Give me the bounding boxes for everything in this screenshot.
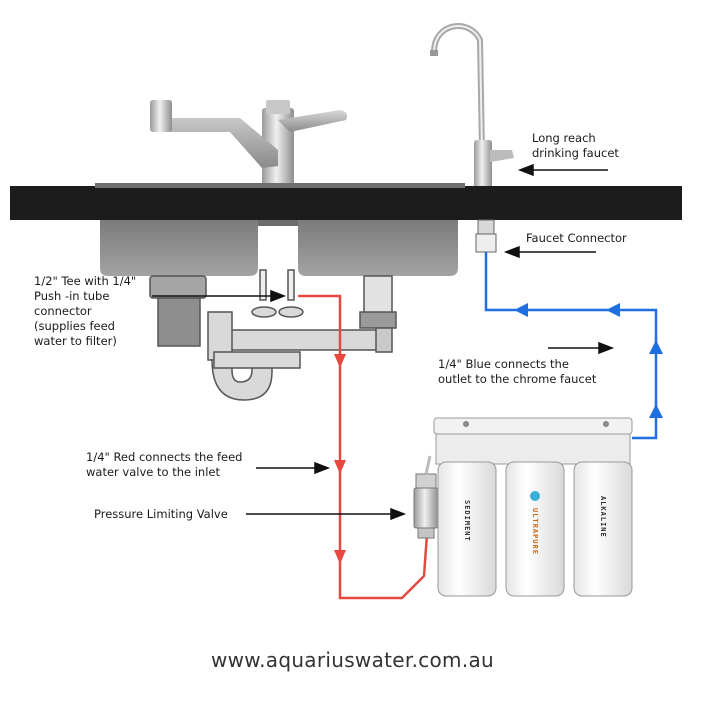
kitchen-mixer-faucet bbox=[150, 100, 348, 186]
filter-label-alkaline: ALKALINE bbox=[599, 496, 607, 538]
label-tee-connector: 1/2" Tee with 1/4" Push -in tube connect… bbox=[34, 274, 137, 348]
label-pressure-valve: Pressure Limiting Valve bbox=[94, 507, 228, 521]
drain-plumbing bbox=[149, 269, 397, 401]
label-blue-line: 1/4" Blue connects the outlet to the chr… bbox=[438, 357, 597, 386]
sink-bowls bbox=[100, 220, 458, 276]
countertop bbox=[10, 186, 682, 220]
feed-line-arrows bbox=[334, 354, 346, 564]
pointer-arrows bbox=[152, 163, 615, 521]
outlet-line-arrows bbox=[514, 303, 663, 418]
filter-label-sediment: SEDIMENT bbox=[463, 500, 471, 542]
outlet-line-blue bbox=[484, 252, 658, 440]
drinking-faucet-icon bbox=[430, 23, 514, 188]
pressure-limiting-valve-icon bbox=[413, 455, 439, 539]
filter-label-ultrapure: ULTRAPURE bbox=[531, 508, 539, 555]
label-faucet-connector: Faucet Connector bbox=[526, 231, 627, 245]
feed-line-red bbox=[298, 294, 430, 600]
label-drinking-faucet: Long reach drinking faucet bbox=[532, 131, 619, 160]
filter-system bbox=[433, 417, 633, 597]
faucet-connector-icon bbox=[475, 219, 497, 253]
label-red-line: 1/4" Red connects the feed water valve t… bbox=[86, 450, 243, 479]
website-url: www.aquariuswater.com.au bbox=[210, 648, 495, 672]
